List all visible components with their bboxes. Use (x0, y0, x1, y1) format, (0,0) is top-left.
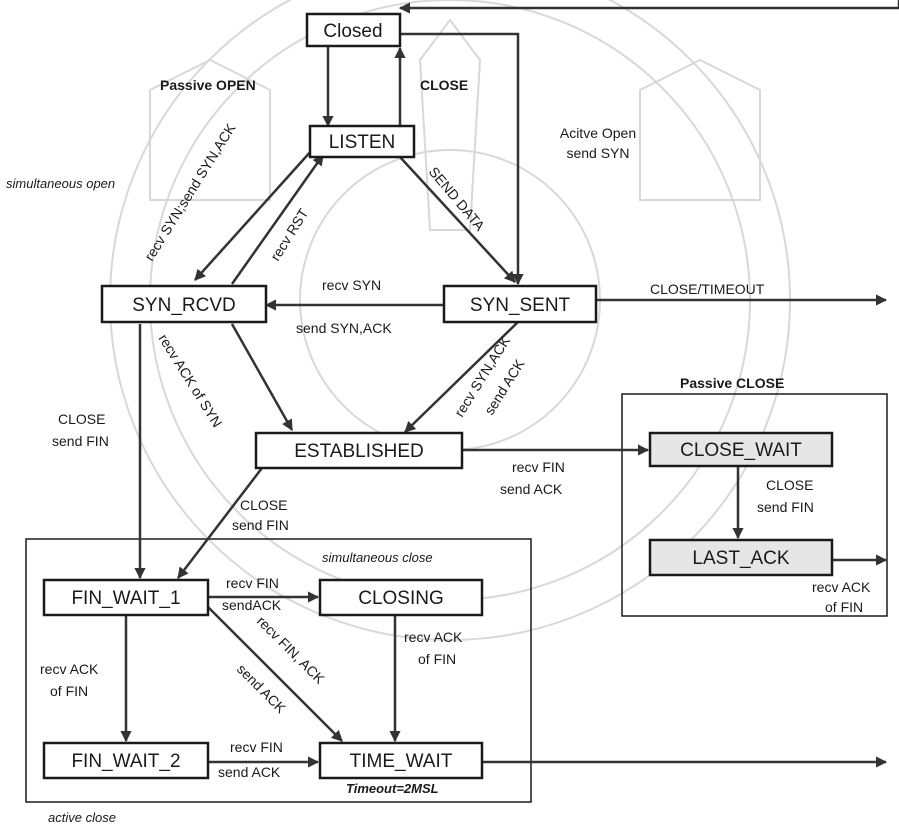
cw-close-label: CLOSE (766, 477, 813, 493)
send-data-label: SEND DATA (426, 164, 489, 235)
state-close-wait: CLOSE_WAIT (650, 433, 832, 466)
state-fin-wait-2-label: FIN_WAIT_2 (71, 751, 180, 772)
active-open-label: Acitve Open (560, 125, 636, 141)
fw1-send-ack-label: sendACK (222, 597, 282, 613)
recv-rst-label: recv RST (267, 205, 312, 263)
fw2-send-ack-label: send ACK (218, 764, 281, 780)
recv-fin-label: recv FIN (512, 459, 565, 475)
close-send-fin-label: CLOSE (58, 411, 105, 427)
recv-ack-of-syn-label: recv ACK of SYN (155, 331, 225, 430)
est-send-fin-label: send FIN (232, 517, 289, 533)
close-send-fin-label-2: send FIN (52, 433, 109, 449)
passive-open-label: Passive OPEN (160, 77, 256, 93)
state-close-wait-label: CLOSE_WAIT (680, 440, 802, 461)
state-fin-wait-1-label: FIN_WAIT_1 (71, 588, 180, 609)
active-open-send-syn-label: send SYN (566, 145, 629, 161)
recv-fin-send-ack-label: send ACK (500, 481, 563, 497)
state-fin-wait-2: FIN_WAIT_2 (44, 743, 208, 778)
state-syn-sent-label: SYN_SENT (470, 295, 571, 316)
state-closing-label: CLOSING (358, 588, 444, 609)
state-established: ESTABLISHED (256, 433, 462, 468)
state-closed: Closed (307, 14, 400, 46)
la-recv-ack-label: recv ACK (812, 579, 871, 595)
state-closing: CLOSING (320, 580, 482, 615)
state-syn-rcvd-label: SYN_RCVD (132, 295, 235, 316)
state-syn-rcvd: SYN_RCVD (102, 286, 266, 322)
state-time-wait-label: TIME_WAIT (350, 751, 453, 772)
fw1-of-fin-label: of FIN (50, 683, 88, 699)
state-listen: LISTEN (310, 126, 414, 157)
state-closed-label: Closed (323, 21, 382, 42)
close-timeout-label: CLOSE/TIMEOUT (650, 281, 765, 297)
send-synack-label: send SYN,ACK (296, 320, 392, 336)
simultaneous-open-label: simultaneous open (6, 176, 115, 191)
state-fin-wait-1: FIN_WAIT_1 (44, 580, 208, 615)
fw1-recv-finack-label: recv FIN, ACK (254, 613, 328, 687)
state-listen-label: LISTEN (329, 132, 396, 153)
fw1-recv-fin-label: recv FIN (226, 575, 279, 591)
state-last-ack-label: LAST_ACK (692, 548, 789, 569)
state-time-wait: TIME_WAIT (320, 743, 482, 778)
state-established-label: ESTABLISHED (294, 441, 424, 462)
active-close-label: active close (48, 810, 116, 825)
passive-close-label: Passive CLOSE (680, 375, 784, 391)
state-syn-sent: SYN_SENT (444, 286, 596, 322)
closing-of-fin-label: of FIN (418, 651, 456, 667)
simultaneous-close-label: simultaneous close (322, 550, 433, 565)
recv-syn-label: recv SYN (322, 277, 381, 293)
fw1-recv-ack-label: recv ACK (40, 661, 99, 677)
timeout-label: Timeout=2MSL (346, 781, 439, 796)
state-last-ack: LAST_ACK (650, 540, 832, 575)
fw1-recv-finack-send-ack-label: send ACK (234, 661, 290, 717)
recv-syn-send-synack-label: recv SYN;send SYN,ACK (141, 120, 239, 264)
closing-recv-ack-label: recv ACK (404, 629, 463, 645)
close-label: CLOSE (420, 77, 468, 93)
fw2-recv-fin-label: recv FIN (230, 739, 283, 755)
est-close-label: CLOSE (240, 497, 287, 513)
cw-send-fin-label: send FIN (757, 499, 814, 515)
la-of-fin-label: of FIN (825, 599, 863, 615)
